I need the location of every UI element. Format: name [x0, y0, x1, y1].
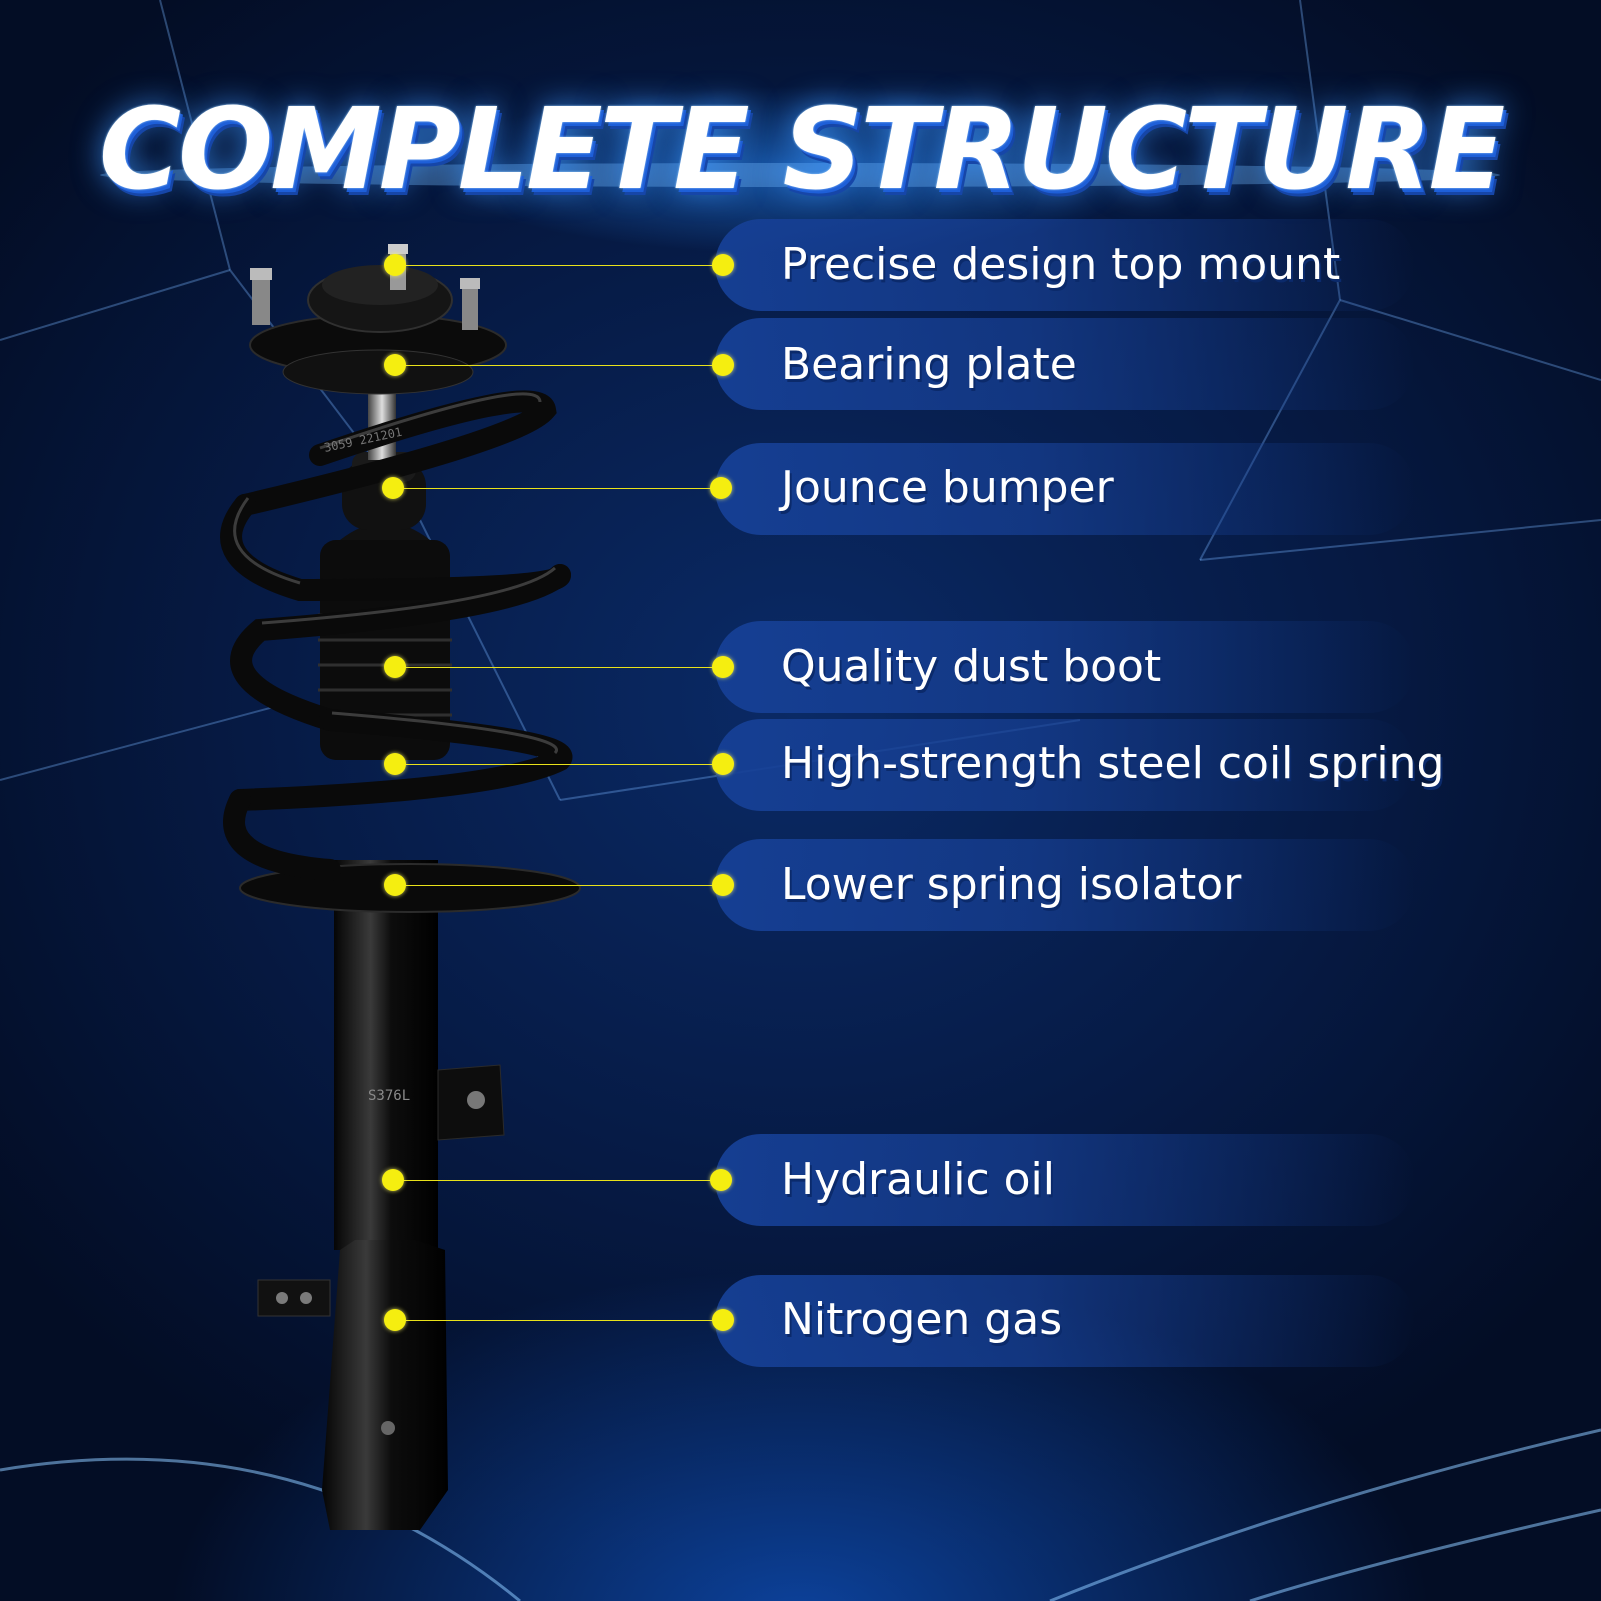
top-mount: [249, 244, 507, 395]
leader-line: [395, 365, 723, 366]
callout-label-nitrogen-gas: Nitrogen gas: [781, 1294, 1063, 1345]
marker-dot: [712, 874, 734, 896]
callout-label-top-mount: Precise design top mount: [781, 239, 1341, 290]
leader-line: [395, 1320, 723, 1321]
marker-dot: [384, 874, 406, 896]
callout-label-dust-boot: Quality dust boot: [781, 641, 1162, 692]
callout-pill-coil-spring: [715, 719, 1415, 811]
marker-dot: [384, 1309, 406, 1331]
strut-body: S376L: [257, 860, 505, 1530]
leader-line: [395, 488, 723, 489]
marker-dot: [712, 753, 734, 775]
callout-label-lower-isolator: Lower spring isolator: [781, 859, 1242, 910]
marker-dot: [710, 477, 732, 499]
callout-label-hydraulic-oil: Hydraulic oil: [781, 1154, 1055, 1205]
marker-dot: [382, 1169, 404, 1191]
marker-dot: [712, 354, 734, 376]
marker-dot: [382, 477, 404, 499]
marker-dot: [712, 656, 734, 678]
marker-dot: [384, 656, 406, 678]
marker-dot: [712, 254, 734, 276]
callout-pill-top-mount: [715, 219, 1415, 311]
marker-dot: [384, 753, 406, 775]
marker-dot: [384, 354, 406, 376]
leader-line: [395, 265, 723, 266]
marker-dot: [710, 1169, 732, 1191]
marker-dot: [384, 254, 406, 276]
callout-label-bearing-plate: Bearing plate: [781, 339, 1077, 390]
marker-dot: [712, 1309, 734, 1331]
callout-pill-lower-isolator: [715, 839, 1415, 931]
callout-pill-nitrogen-gas: [715, 1275, 1415, 1367]
callout-pill-hydraulic-oil: [715, 1134, 1415, 1226]
leader-line: [395, 667, 723, 668]
page-title: COMPLETE STRUCTURE: [98, 85, 1505, 215]
leader-line: [395, 764, 723, 765]
callout-pill-jounce-bumper: [715, 443, 1415, 535]
callout-pill-dust-boot: [715, 621, 1415, 713]
callout-label-coil-spring: High-strength steel coil spring: [781, 738, 1445, 789]
leader-line: [395, 885, 723, 886]
body-code-marking: S376L: [368, 1088, 410, 1104]
coil-spring: [220, 390, 573, 881]
callout-label-jounce-bumper: Jounce bumper: [781, 462, 1114, 513]
leader-line: [395, 1180, 723, 1181]
callout-pill-bearing-plate: [715, 318, 1415, 410]
